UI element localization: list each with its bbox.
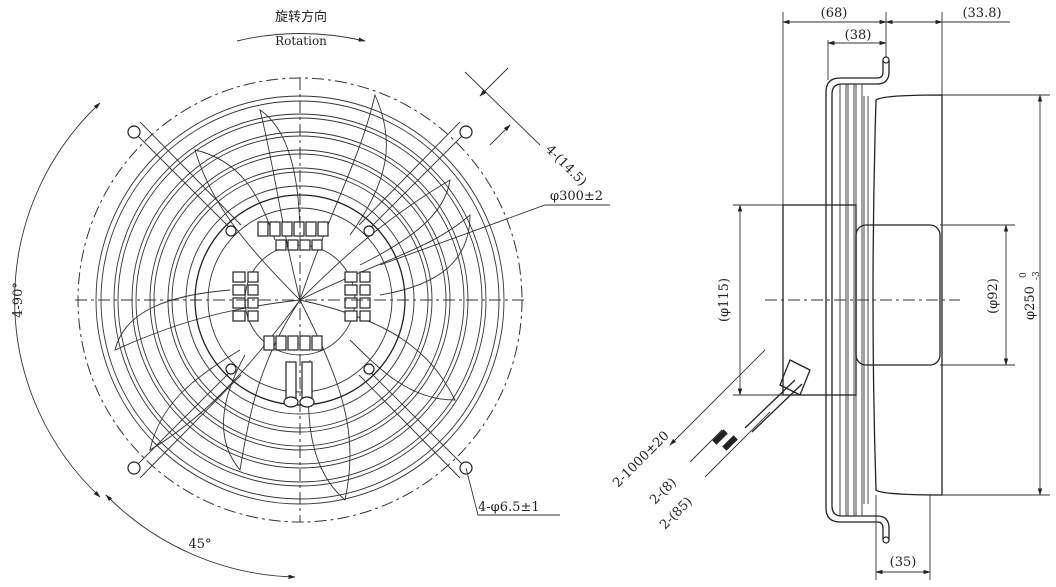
- cable-glands: [283, 361, 315, 408]
- slot-width-label: 4-(14.5): [542, 142, 589, 189]
- side-view: (68) (38) (33.8) (φ: [610, 6, 1050, 580]
- motor-rotor: [855, 224, 941, 366]
- angle-90-label: 4-90°: [11, 282, 26, 318]
- hub-fin-blocks: [232, 221, 371, 351]
- rotation-arrow: [236, 33, 366, 42]
- diameter-250-tol-upper: 0: [1019, 272, 1029, 278]
- guard-frame: [825, 56, 890, 544]
- cable-length-leader: [669, 349, 766, 446]
- cable-85-leader: [704, 411, 771, 478]
- diameter-92-label: (φ92): [986, 278, 1001, 314]
- outer-diameter-leader: [379, 204, 610, 266]
- cable-8-leader: [689, 429, 723, 463]
- outer-diameter-label: φ300±2: [550, 189, 603, 204]
- depth-38-label: (38): [845, 28, 872, 43]
- cable-exit: [712, 359, 811, 451]
- diameter-250-group: φ250 0 -3: [1019, 271, 1042, 320]
- angle-45-arc: [105, 494, 296, 579]
- rotation-label-en: Rotation: [275, 34, 327, 48]
- angle-90-arc: [14, 102, 101, 498]
- diameter-250-tol-lower: -3: [1032, 271, 1042, 280]
- depth-68-label: (68): [821, 6, 848, 21]
- angle-45-label: 45°: [188, 537, 211, 552]
- diameter-115-label: (φ115): [717, 278, 732, 322]
- guard-arms: [129, 121, 471, 479]
- cable-8-label: 2-(8): [647, 475, 680, 508]
- slot-arrow-bottom: [489, 124, 511, 146]
- depth-35-label: (35): [890, 555, 917, 570]
- front-view: 旋转方向 Rotation: [11, 9, 610, 579]
- side-blade: [872, 94, 943, 496]
- mount-hole-markers: [127, 125, 473, 475]
- slot-arrow-top: [479, 67, 509, 97]
- mount-holes-label: 4-φ6.5±1: [478, 500, 540, 515]
- rotation-label-cn: 旋转方向: [275, 9, 327, 25]
- mount-holes-leader: [465, 467, 560, 516]
- depth-33-8-label: (33.8): [962, 6, 1001, 21]
- slot-width-leader: [464, 71, 541, 146]
- diameter-250-label: φ250: [1023, 286, 1038, 320]
